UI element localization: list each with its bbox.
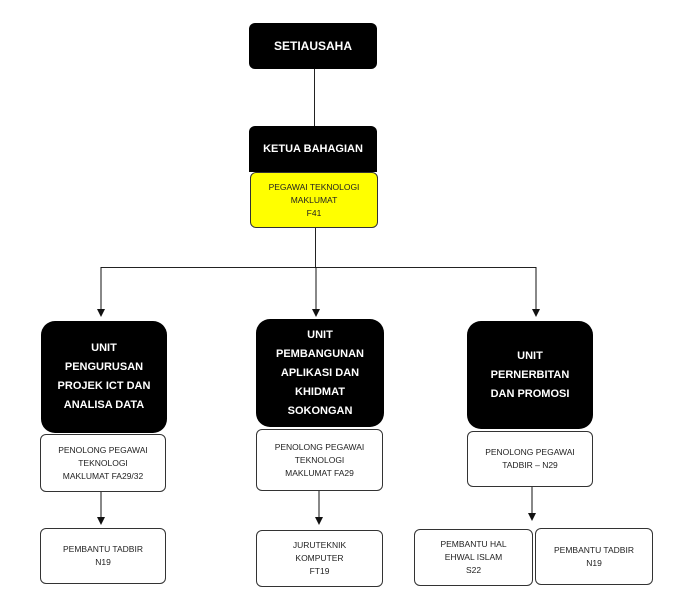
- officer-line: MAKLUMAT: [290, 194, 338, 205]
- unit-name-line: SOKONGAN: [287, 404, 353, 417]
- staff-line: N19: [586, 557, 602, 568]
- assistant-line: PENOLONG PEGAWAI: [485, 447, 575, 457]
- connector-line: [101, 267, 536, 268]
- staff-line: N19: [95, 557, 111, 567]
- officer-line: F41: [306, 207, 322, 218]
- staff-line: PEMBANTU TADBIR: [63, 544, 143, 554]
- assistant-line: TEKNOLOGI: [78, 457, 128, 468]
- staff-line: JURUTEKNIK: [292, 540, 347, 550]
- staff-line: FT19: [309, 566, 330, 576]
- unit-1-staff-box: PEMBANTU TADBIR N19: [40, 528, 166, 584]
- staff-line: S22: [465, 565, 482, 575]
- ketua-bahagian-label: KETUA BAHAGIAN: [263, 143, 363, 155]
- unit-name-line: KHIDMAT: [295, 385, 345, 398]
- unit-name-line: UNIT: [91, 342, 117, 354]
- unit-name-line: ANALISA DATA: [63, 399, 145, 411]
- setiausaha-label: SETIAUSAHA: [273, 39, 352, 53]
- unit-2-assistant-box: PENOLONG PEGAWAI TEKNOLOGI MAKLUMAT FA29: [256, 429, 383, 491]
- staff-line: EHWAL ISLAM: [444, 552, 503, 562]
- staff-line: PEMBANTU HAL: [440, 539, 507, 549]
- unit-name-line: APLIKASI DAN: [280, 366, 360, 379]
- unit-name-line: PENGURUSAN: [64, 361, 144, 373]
- connector-line: [315, 228, 316, 268]
- unit-3-staff-box-1: PEMBANTU HAL EHWAL ISLAM S22: [414, 529, 533, 586]
- staff-line: KOMPUTER: [295, 553, 344, 563]
- ketua-bahagian-box: KETUA BAHAGIAN: [249, 126, 377, 172]
- setiausaha-box: SETIAUSAHA: [249, 23, 377, 69]
- assistant-line: MAKLUMAT FA29/32: [62, 470, 144, 481]
- unit-pembangunan-box: UNIT PEMBANGUNAN APLIKASI DAN KHIDMAT SO…: [256, 319, 384, 427]
- assistant-line: MAKLUMAT FA29: [285, 467, 354, 478]
- unit-3-assistant-box: PENOLONG PEGAWAI TADBIR – N29: [467, 431, 593, 487]
- unit-name-line: PERNERBITAN: [490, 368, 570, 381]
- assistant-line: TADBIR – N29: [502, 460, 558, 470]
- unit-name-line: DAN PROMOSI: [490, 387, 570, 400]
- assistant-line: PENOLONG PEGAWAI: [58, 444, 148, 455]
- connector-line: [314, 68, 315, 126]
- unit-pengurusan-box: UNIT PENGURUSAN PROJEK ICT DAN ANALISA D…: [41, 321, 167, 433]
- pegawai-teknologi-box: PEGAWAI TEKNOLOGI MAKLUMAT F41: [250, 172, 378, 228]
- unit-1-assistant-box: PENOLONG PEGAWAI TEKNOLOGI MAKLUMAT FA29…: [40, 434, 166, 492]
- assistant-line: TEKNOLOGI: [294, 454, 345, 465]
- unit-name-line: PROJEK ICT DAN: [57, 380, 151, 392]
- assistant-line: PENOLONG PEGAWAI: [274, 441, 365, 452]
- unit-name-line: PEMBANGUNAN: [276, 347, 364, 360]
- unit-name-line: UNIT: [517, 349, 543, 362]
- staff-line: PEMBANTU TADBIR: [554, 544, 634, 555]
- officer-line: PEGAWAI TEKNOLOGI: [268, 181, 360, 192]
- unit-pernerbitan-box: UNIT PERNERBITAN DAN PROMOSI: [467, 321, 593, 429]
- unit-name-line: UNIT: [307, 328, 333, 341]
- unit-3-staff-box-2: PEMBANTU TADBIR N19: [535, 528, 653, 585]
- unit-2-staff-box: JURUTEKNIK KOMPUTER FT19: [256, 530, 383, 587]
